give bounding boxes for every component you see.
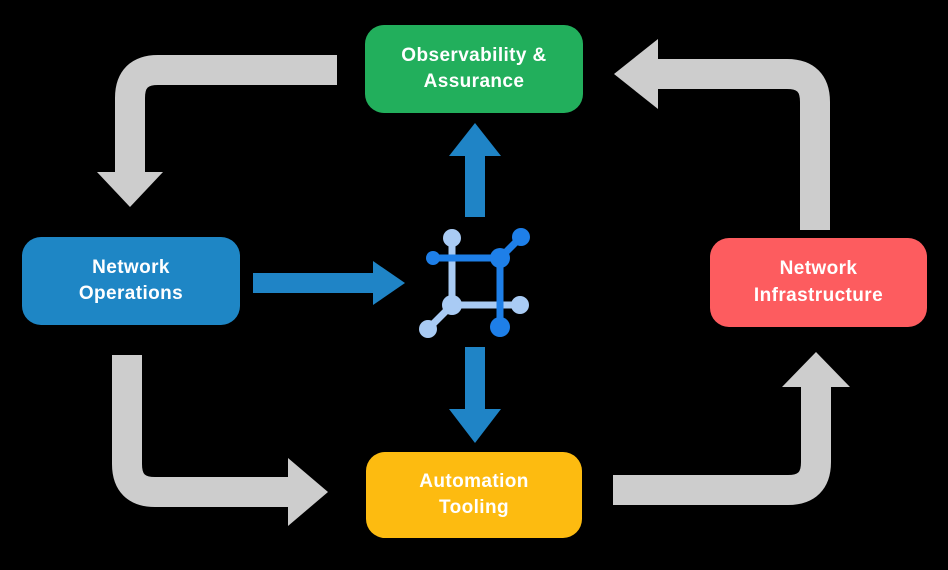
network-hub-icon	[419, 228, 530, 338]
flow-arrow-infrastructure-to-observability	[614, 39, 830, 230]
node-network-infrastructure: Network Infrastructure	[710, 238, 927, 327]
node-network-operations: Network Operations	[22, 237, 240, 325]
node-label-line: Observability &	[401, 44, 547, 66]
process-arrow-operations-to-center	[253, 261, 405, 305]
flow-arrow-automation-to-infrastructure	[613, 352, 850, 505]
process-arrow-center-to-observability	[449, 123, 501, 217]
network-hub-icon-primary-dots	[426, 228, 530, 337]
process-arrow-center-to-automation	[449, 347, 501, 443]
node-label-line: Network	[92, 256, 170, 278]
node-automation-tooling: Automation Tooling	[366, 452, 582, 538]
node-observability-assurance: Observability & Assurance	[365, 25, 583, 113]
network-hub-icon-secondary-dots	[419, 229, 529, 338]
flow-arrow-observability-to-operations	[97, 55, 337, 207]
node-label-line: Automation	[419, 470, 529, 492]
flow-arrow-operations-to-automation	[112, 355, 328, 526]
node-label-line: Infrastructure	[753, 284, 884, 306]
node-label-line: Tooling	[439, 497, 509, 518]
node-label-line: Operations	[78, 283, 184, 304]
node-label-line: Assurance	[423, 71, 525, 92]
node-label-line: Network	[779, 258, 858, 280]
